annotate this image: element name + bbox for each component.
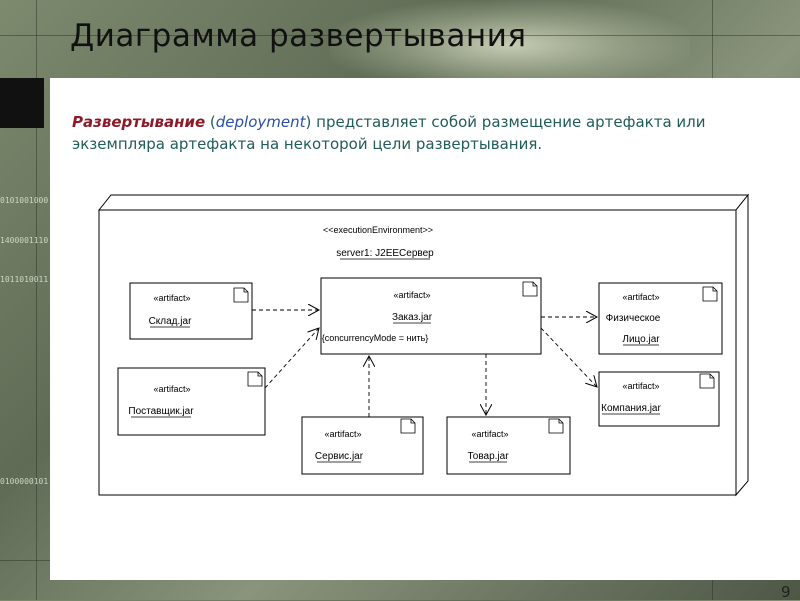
artifact-name: Поставщик.jar xyxy=(128,406,194,417)
page-title: Диаграмма развертывания xyxy=(70,18,527,54)
definition-paren-open: ( xyxy=(205,113,216,131)
artifact-name: Склад.jar xyxy=(149,316,193,327)
artifact-box xyxy=(598,371,720,427)
artifact-name: Сервис.jar xyxy=(315,451,364,462)
artifact-box xyxy=(117,367,266,436)
node-side-face xyxy=(735,193,749,497)
artifact-document-icon xyxy=(247,371,263,387)
artifact-fizicheskoe-lico: «artifact» Физическое Лицо.jar xyxy=(598,282,723,355)
background-grid-line xyxy=(0,35,800,36)
background-glow xyxy=(330,0,690,90)
background-grid-line xyxy=(36,0,37,600)
artifact-stereotype: «artifact» xyxy=(153,293,190,303)
artifact-stereotype: «artifact» xyxy=(393,290,430,300)
artifact-stereotype: «artifact» xyxy=(153,384,190,394)
artifact-sklad: «artifact» Склад.jar xyxy=(129,282,253,340)
definition-english-term: deployment xyxy=(215,113,306,131)
artifact-stereotype: «artifact» xyxy=(471,429,508,439)
dependency-arrows xyxy=(252,310,597,417)
artifact-name: Товар.jar xyxy=(467,451,509,462)
binary-decoration: 1400001110 xyxy=(0,236,49,245)
node-top-face xyxy=(97,194,750,211)
artifact-name: Компания.jar xyxy=(601,403,661,414)
artifact-box xyxy=(598,282,723,355)
binary-decoration: 0101001000 xyxy=(0,196,49,205)
definition-body: представляет собой размещение артефакта … xyxy=(72,113,706,153)
artifact-stereotype: «artifact» xyxy=(622,381,659,391)
decorative-block xyxy=(0,78,44,128)
node-name: server1: J2EEСервер xyxy=(336,248,434,259)
artifact-servis: «artifact» Сервис.jar xyxy=(301,416,424,475)
definition-text: Развертывание (deployment) представляет … xyxy=(72,111,792,155)
artifact-box xyxy=(129,282,253,340)
artifact-tovar: «artifact» Товар.jar xyxy=(446,416,571,475)
artifact-postavshik: «artifact» Поставщик.jar xyxy=(117,367,266,436)
artifact-name: Заказ.jar xyxy=(392,312,433,323)
artifact-document-icon xyxy=(548,418,564,434)
artifact-document-icon xyxy=(400,418,416,434)
artifact-document-icon xyxy=(522,281,538,297)
artifact-stereotype: «artifact» xyxy=(622,292,659,302)
artifact-document-icon xyxy=(699,373,715,389)
artifact-box xyxy=(320,277,542,355)
artifact-zakaz: «artifact» Заказ.jar {concurrencyMode = … xyxy=(320,277,542,355)
artifact-stereotype: «artifact» xyxy=(324,429,361,439)
page-number: 9 xyxy=(781,583,791,601)
artifact-constraint: {concurrencyMode = нить} xyxy=(322,333,429,343)
artifact-document-icon xyxy=(702,286,718,302)
artifact-name-line1: Физическое xyxy=(606,313,661,324)
definition-paren-close: ) xyxy=(305,113,312,131)
binary-decoration: 0100000101 xyxy=(0,477,49,486)
artifact-kompaniya: «artifact» Компания.jar xyxy=(598,371,720,427)
artifact-name-line2: Лицо.jar xyxy=(622,334,660,345)
definition-term: Развертывание xyxy=(72,113,206,131)
artifact-document-icon xyxy=(233,287,249,303)
node-stereotype: <<executionEnvironment>> xyxy=(323,225,433,235)
binary-decoration: 1011010011 xyxy=(0,275,49,284)
